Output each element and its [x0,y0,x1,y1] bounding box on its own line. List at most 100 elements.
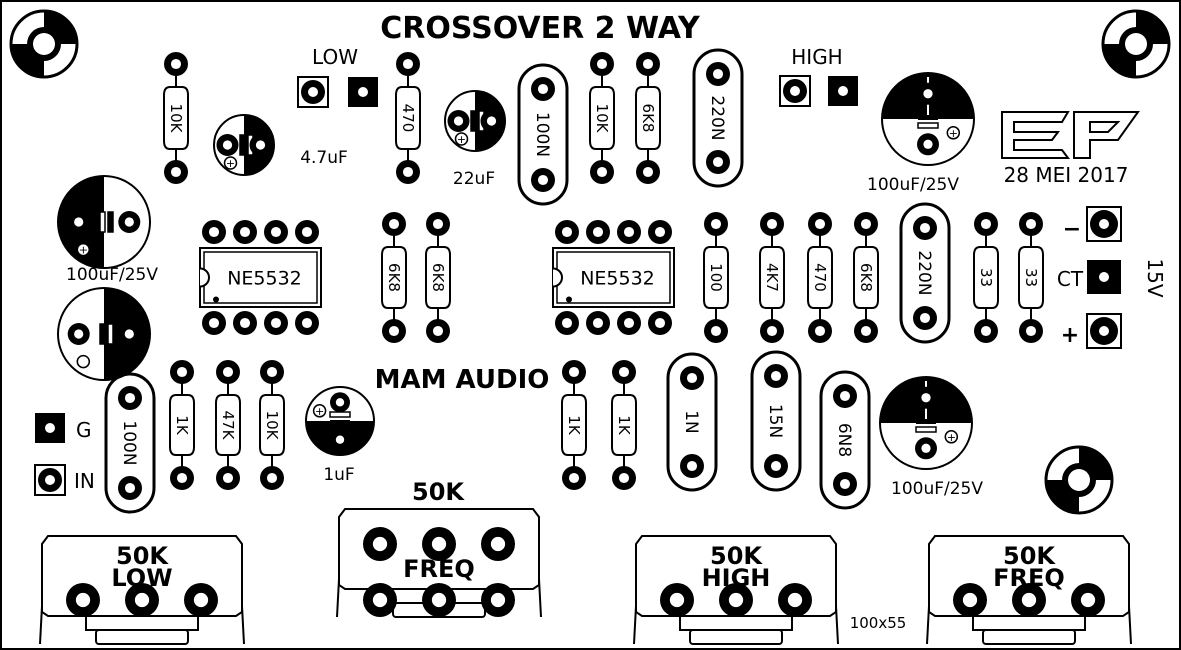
mounting-hole-top-left [9,9,79,79]
film-capacitor: 100N [517,63,569,206]
supply-minus-label: − [1063,217,1081,242]
ground-label: G [76,418,92,442]
ic-dip8: NE5532 [199,220,322,335]
resistor-value: 6K8 [639,104,657,133]
supply-voltage-label: 15V [1143,258,1167,297]
electrolytic-capacitor: +22uF [444,90,506,189]
low-out-label: LOW [312,45,358,69]
capacitor-value: 4.7uF [300,148,348,168]
capacitor-value: 15N [765,404,785,438]
brand-label: MAM AUDIO [375,365,550,395]
resistor: 6K8 [635,52,661,184]
electrolytic-capacitor: +100uF/25V [867,72,975,195]
pot-value: 50K [116,542,169,570]
resistor-value: 33 [977,268,995,287]
board-title: CROSSOVER 2 WAY [380,11,701,46]
resistor-value: 100 [707,263,725,292]
resistor: 47K [215,360,241,490]
resistor-value: 1K [173,415,191,436]
resistor: 33 [973,212,999,343]
film-capacitor: 1N [666,352,718,492]
supply-ct-label: CT [1057,267,1084,291]
resistor-value: 1K [565,415,583,436]
resistor: 1K [561,360,587,490]
resistor: 6K8 [425,212,451,343]
pot-value: 50K [710,542,763,570]
components: 10K 470 10K 6K8 6K8 6K8 100 4K7 470 6K8 33 33 1K 47K 1… [0,0,1132,645]
capacitor-value: 220N [914,250,934,295]
film-capacitor: 6N8 [819,370,871,510]
resistor-value: 6K8 [857,263,875,292]
pot-freq-value: 50K [412,478,465,506]
mounting-hole-bottom-right [1044,445,1114,515]
pot-function: LOW [111,564,172,592]
film-capacitor: 15N [750,350,802,492]
ic-dip8: NE5532 [552,220,675,335]
capacitor-value: 22uF [453,169,495,189]
resistor: 4K7 [759,212,785,343]
resistor-value: 470 [399,104,417,133]
resistor-value: 4K7 [763,263,781,292]
electrolytic-capacitor: 100uF/25V [0,0,151,381]
resistor-value: 47K [219,411,237,441]
film-capacitor: 220N [692,48,744,188]
ic-label: NE5532 [580,268,655,290]
svg-text:+: + [226,157,235,170]
capacitor-value: 1uF [323,465,354,485]
resistor: 100 [703,212,729,343]
capacitor-value: 100uF/25V [66,265,158,285]
film-capacitor: 220N [899,202,951,344]
resistor: 6K8 [853,212,879,343]
capacitor-value: 6N8 [834,423,854,457]
resistor-value: 1K [615,415,633,436]
resistor-value: 470 [811,263,829,292]
svg-text:+: + [947,431,956,444]
capacitor-value: 100uF/25V [0,0,92,5]
resistor-value: 6K8 [429,263,447,292]
mounting-hole-top-right [1101,9,1171,79]
date-label: 28 MEI 2017 [1004,163,1129,187]
capacitor-value: 220N [707,95,727,140]
capacitor-value: 1N [681,410,701,434]
svg-text:+: + [949,127,958,140]
film-capacitor: 100N [104,372,156,514]
svg-text:+: + [79,244,88,257]
ep-logo [1001,111,1140,159]
capacitor-value: 100uF/25V [891,479,983,499]
capacitor-value: 100N [532,112,552,157]
high-out-label: HIGH [791,45,842,69]
supply-plus-label: + [1061,323,1079,348]
resistor-value: 6K8 [385,263,403,292]
pot-function: FREQ [403,555,475,583]
resistor: 10K [163,52,189,184]
electrolytic-capacitor: +100uF/25V [879,376,983,499]
electrolytic-capacitor: +1uF [305,386,375,485]
resistor: 1K [169,360,195,490]
resistor: 10K [259,360,285,490]
resistor: 33 [1018,212,1044,343]
pot-function: FREQ [993,564,1065,592]
pot-value: 50K [1003,542,1056,570]
svg-text:+: + [457,133,466,146]
resistor-value: 10K [593,104,611,134]
resistor: 1K [611,360,637,490]
resistor: 10K [589,52,615,184]
electrolytic-capacitor: +100uF/25V [57,175,158,285]
electrolytic-capacitor: +4.7uF [213,114,348,176]
resistor-value: 10K [167,104,185,134]
resistor-value: 10K [263,411,281,441]
resistor: 6K8 [381,212,407,343]
capacitor-value: 100N [119,420,139,465]
svg-text:+: + [315,405,324,418]
board-size-label: 100x55 [850,614,907,632]
capacitor-value: 100uF/25V [867,175,959,195]
resistor: 470 [807,212,833,343]
resistor-value: 33 [1022,268,1040,287]
terminals [34,75,1122,496]
potentiometer: FREQ [336,508,542,618]
pot-function: HIGH [702,564,771,592]
